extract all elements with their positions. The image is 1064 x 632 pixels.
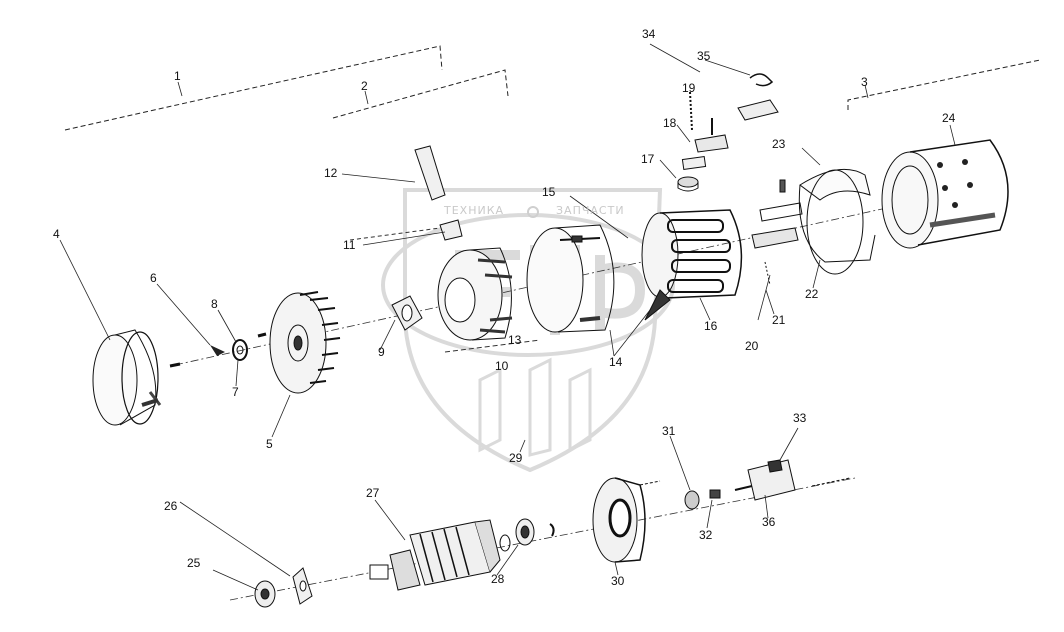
part-spring-plate xyxy=(737,99,779,121)
group-brackets xyxy=(64,45,1041,131)
label-2: 2 xyxy=(361,79,368,93)
label-6: 6 xyxy=(150,271,157,285)
label-27: 27 xyxy=(366,486,380,500)
watermark-gear-icon xyxy=(527,206,539,218)
part-brush xyxy=(751,179,803,286)
part-spring-clip xyxy=(749,73,774,87)
part-bearing-small xyxy=(639,480,721,510)
label-16: 16 xyxy=(704,319,718,333)
label-3: 3 xyxy=(861,75,868,89)
label-22: 22 xyxy=(805,287,819,301)
label-5: 5 xyxy=(266,437,273,451)
label-14: 14 xyxy=(609,355,623,369)
part-terminal-block xyxy=(689,91,729,153)
part-mounting-bracket xyxy=(414,145,463,241)
label-25: 25 xyxy=(187,556,201,570)
label-30: 30 xyxy=(611,574,625,588)
part-sensor-block xyxy=(734,459,851,501)
part-key xyxy=(210,345,225,356)
label-32: 32 xyxy=(699,528,713,542)
part-stator-frame xyxy=(881,139,1009,249)
label-23: 23 xyxy=(772,137,786,151)
label-4: 4 xyxy=(53,227,60,241)
part-brush-holder xyxy=(641,209,743,321)
part-retainer-plate xyxy=(292,567,313,605)
part-stator-ring xyxy=(526,224,615,333)
part-pin xyxy=(257,332,267,338)
part-fan xyxy=(269,291,341,394)
part-bearing-front xyxy=(254,580,276,608)
label-20: 20 xyxy=(745,339,759,353)
label-18: 18 xyxy=(663,116,677,130)
watermark-left-text: ТЕХНИКА xyxy=(444,204,505,217)
part-end-shield xyxy=(592,477,646,563)
watermark-logo-letters: ЭТФ xyxy=(1,1,7,2)
label-24: 24 xyxy=(942,111,956,125)
leader-lines xyxy=(59,43,956,591)
label-1: 1 xyxy=(174,69,181,83)
label-31: 31 xyxy=(662,424,676,438)
part-nut xyxy=(169,362,181,368)
part-brush-cap xyxy=(677,176,699,192)
label-34: 34 xyxy=(642,27,656,41)
label-36: 36 xyxy=(762,515,776,529)
label-10: 10 xyxy=(495,359,509,373)
part-gasket xyxy=(681,155,707,171)
label-33: 33 xyxy=(793,411,807,425)
label-29: 29 xyxy=(509,451,523,465)
label-9: 9 xyxy=(378,345,385,359)
part-cover-band xyxy=(798,168,876,275)
label-15: 15 xyxy=(542,185,556,199)
part-armature xyxy=(369,519,511,591)
label-17: 17 xyxy=(641,152,655,166)
part-bearing-rear xyxy=(515,518,555,546)
label-35: 35 xyxy=(697,49,711,63)
part-bolt xyxy=(349,227,441,241)
label-12: 12 xyxy=(324,166,338,180)
label-19: 19 xyxy=(682,81,696,95)
label-8: 8 xyxy=(211,297,218,311)
watermark-logo xyxy=(381,188,675,473)
part-washer xyxy=(232,339,248,361)
label-11: 11 xyxy=(343,238,356,252)
part-end-cover xyxy=(92,329,162,426)
label-26: 26 xyxy=(164,499,178,513)
part-rotor-housing xyxy=(437,247,513,341)
watermark-right-text: ЗАПЧАСТИ xyxy=(556,204,625,217)
label-28: 28 xyxy=(491,572,505,586)
label-21: 21 xyxy=(772,313,786,327)
part-flange-plate xyxy=(391,295,423,331)
label-13: 13 xyxy=(508,333,522,347)
label-7: 7 xyxy=(232,385,239,399)
